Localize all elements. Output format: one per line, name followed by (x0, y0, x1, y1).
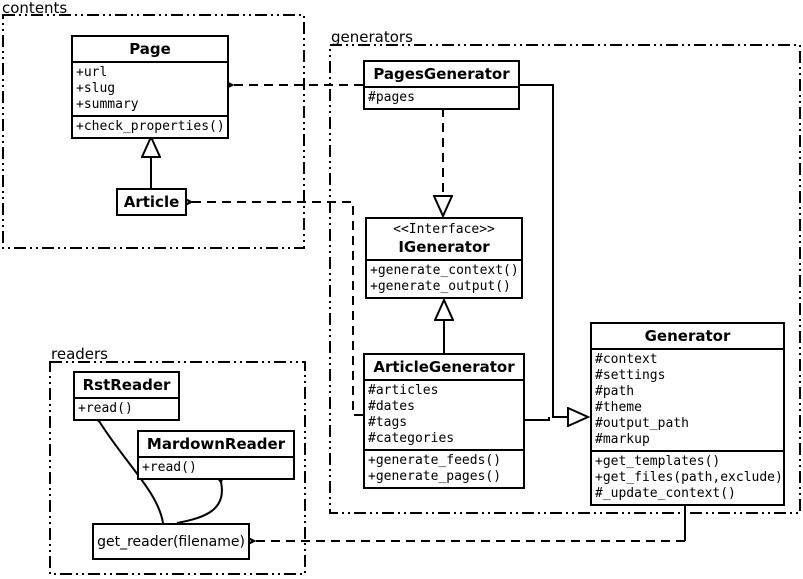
class-page: Page +url +slug +summary +check_properti… (71, 35, 229, 139)
class-article: Article (116, 188, 187, 216)
class-generator-methods: +get_templates() +get_files(path,exclude… (592, 450, 783, 504)
node-getreader-label: get_reader(filename) (97, 533, 245, 550)
attribute: #context (595, 352, 658, 367)
class-pagesgenerator-attributes: #pages (365, 86, 518, 108)
method: +generate_context() (370, 263, 519, 278)
method: +get_templates() (595, 454, 721, 469)
class-articlegenerator-attributes: #articles #dates #tags #categories (365, 379, 523, 449)
class-articlegenerator: ArticleGenerator #articles #dates #tags … (363, 353, 525, 489)
class-markdownreader: MardownReader +read() (137, 430, 295, 480)
class-pagesgenerator: PagesGenerator #pages (363, 60, 520, 110)
attribute: #output_path (595, 416, 689, 431)
inheritance-articlegenerator-generator (525, 417, 550, 421)
method: #_update_context() (595, 486, 736, 501)
class-articlegenerator-name: ArticleGenerator (373, 358, 515, 376)
class-igenerator-methods: +generate_context() +generate_output() (367, 259, 521, 297)
attribute: +slug (76, 81, 116, 96)
class-page-attributes: +url +slug +summary (73, 61, 227, 115)
package-border-readers (49, 361, 306, 575)
class-igenerator-name: IGenerator (398, 238, 490, 256)
class-markdownreader-methods: +read() (139, 456, 293, 478)
method: +read() (142, 460, 197, 475)
method: +get_files(path,exclude) (595, 470, 783, 485)
attribute: #pages (368, 90, 415, 105)
method: +generate_pages() (368, 469, 502, 484)
package-label-readers: readers (51, 345, 108, 363)
class-rstreader-methods: +read() (75, 397, 178, 419)
attribute: #markup (595, 432, 650, 447)
class-pagesgenerator-name: PagesGenerator (373, 65, 510, 83)
class-igenerator: <<Interface>> IGenerator +generate_conte… (365, 217, 523, 299)
node-getreader: get_reader(filename) (92, 523, 250, 560)
package-border-contents (2, 14, 305, 249)
class-generator-attributes: #context #settings #path #theme #output_… (592, 348, 783, 450)
class-page-name: Page (129, 40, 171, 58)
attribute: #path (595, 384, 635, 399)
dependency-articlegenerator-article (191, 202, 363, 416)
inheritance-pagesgenerator-generator (520, 84, 588, 417)
class-page-methods: +check_properties() (73, 115, 227, 137)
class-article-name: Article (123, 193, 180, 211)
attribute: #dates (368, 399, 415, 414)
class-articlegenerator-methods: +generate_feeds() +generate_pages() (365, 449, 523, 487)
package-label-contents: contents (2, 0, 68, 17)
class-generator: Generator #context #settings #path #them… (590, 322, 785, 506)
class-igenerator-title: <<Interface>> IGenerator (367, 219, 521, 259)
method: +check_properties() (76, 119, 225, 134)
method: +read() (78, 401, 133, 416)
attribute: #settings (595, 368, 666, 383)
class-rstreader: RstReader +read() (73, 371, 180, 421)
class-markdownreader-name: MardownReader (146, 435, 286, 453)
method: +generate_output() (370, 279, 511, 294)
attribute: +url (76, 65, 108, 80)
class-generator-name: Generator (644, 327, 731, 345)
attribute: #categories (368, 431, 455, 446)
attribute: #theme (595, 400, 642, 415)
package-border-generators (329, 44, 801, 514)
method: +generate_feeds() (368, 453, 502, 468)
attribute: #articles (368, 383, 439, 398)
arrow-getreader-markdownreader (176, 482, 222, 524)
attribute: #tags (368, 415, 408, 430)
attribute: +summary (76, 97, 139, 112)
package-label-generators: generators (331, 28, 413, 46)
class-rstreader-name: RstReader (82, 376, 171, 394)
class-igenerator-stereotype: <<Interface>> (393, 222, 495, 237)
